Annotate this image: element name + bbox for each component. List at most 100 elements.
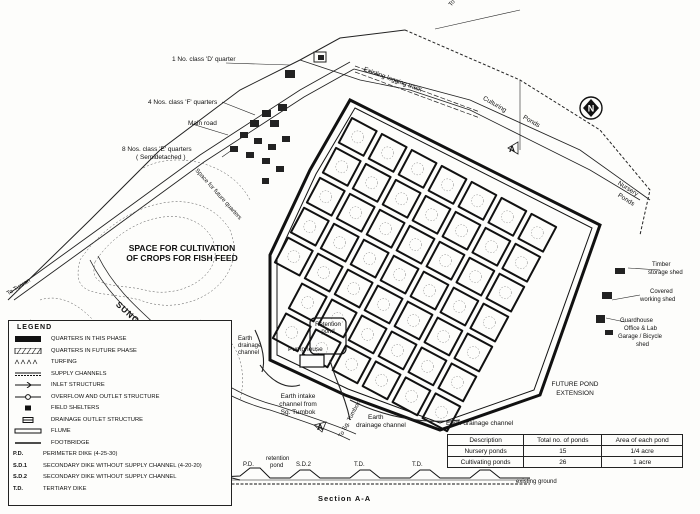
pond — [367, 132, 408, 173]
legend-item: FOOTBRIDGE — [13, 439, 89, 447]
section-marker-south: A — [317, 422, 324, 432]
leader-lines — [191, 9, 661, 323]
label-drain-west: Earth — [238, 336, 253, 342]
pond-contour — [435, 406, 448, 419]
legend-label: FLUME — [51, 428, 71, 434]
legend-label: FIELD SHELTERS — [51, 405, 100, 411]
pond-contour — [425, 208, 438, 222]
pond — [303, 252, 344, 293]
legend-item: SUPPLY CHANNELS — [13, 370, 107, 378]
pond — [365, 208, 406, 249]
label-retention: Retention — [315, 322, 341, 328]
legend-symbol-icon — [13, 428, 47, 434]
legend-label: SECONDARY DIKE WITHOUT SUPPLY CHANNEL (4… — [43, 462, 202, 469]
svg-text:N: N — [588, 104, 595, 114]
legend-label: PERIMETER DIKE (4-25-30) — [43, 451, 118, 457]
pond-complex — [268, 98, 602, 432]
section-line — [313, 141, 519, 433]
main-road — [9, 61, 651, 301]
section-title: Section A-A — [318, 494, 372, 503]
label-intake: Earth intake — [280, 393, 316, 400]
legend-code: S.D.1 — [13, 462, 27, 469]
pond-contour — [395, 192, 408, 206]
pond — [393, 300, 434, 341]
table-row: Nursery ponds 15 1/4 acre — [446, 445, 683, 457]
logging-track — [354, 65, 481, 119]
label-garage: Garage / Bicycle — [618, 334, 663, 340]
pond — [517, 212, 558, 253]
pond — [287, 282, 328, 323]
pond-contour — [531, 226, 544, 240]
legend-label: TURFING — [51, 359, 77, 365]
pond — [381, 178, 422, 219]
pond-contour — [285, 326, 299, 339]
legend-symbol-icon — [13, 359, 47, 365]
legend-label: QUARTERS IN THIS PHASE — [51, 336, 127, 342]
label-future-pond-2: EXTENSION — [556, 390, 594, 397]
label-drain-west-3: channel — [238, 350, 260, 356]
pond-contour — [469, 270, 482, 283]
section-dike-label: T.D. — [354, 462, 365, 468]
pond-contour — [377, 298, 390, 311]
pond — [501, 242, 542, 283]
legend-label: OVERFLOW AND OUTLET STRUCTURE — [51, 393, 160, 400]
label-intake-2: channel from — [279, 401, 317, 408]
pond — [301, 328, 342, 369]
legend-label: FOOTBRIDGE — [51, 439, 90, 446]
pond-contour — [437, 330, 450, 343]
pond — [437, 362, 478, 403]
section-dike-label: T.D. — [412, 462, 423, 468]
pond — [289, 206, 330, 247]
pond-contour — [453, 300, 466, 313]
legend-label: QUARTERS IN FUTURE PHASE — [51, 347, 137, 354]
table-cell: Cultivating ponds — [446, 456, 525, 468]
pond-contour — [441, 178, 454, 192]
table-cell: Nursery ponds — [446, 445, 525, 457]
legend-item: QUARTERS IN THIS PHASE — [13, 335, 126, 343]
label-guardhouse: Guardhouse — [620, 318, 654, 324]
table-header-row: Description Total no. of ponds Area of e… — [446, 434, 683, 446]
pond-grid — [271, 117, 558, 433]
legend-label: DRAINAGE OUTLET STRUCTURE — [51, 416, 144, 423]
pond-summary-table: Description Total no. of ponds Area of e… — [446, 434, 683, 468]
pond-contour — [499, 286, 512, 299]
pond — [423, 316, 464, 357]
pond — [333, 268, 374, 309]
pond-contour — [351, 130, 364, 144]
legend-label: SECONDARY DIKE WITHOUT SUPPLY CHANNEL — [43, 474, 177, 480]
label-class-f: 4 Nos. class 'F' quarters — [148, 99, 218, 106]
label-retention-section: retention — [266, 456, 290, 462]
section-profile — [199, 467, 530, 485]
east-buildings — [596, 268, 625, 335]
pond-contour — [501, 210, 514, 224]
legend-item: T.D.TERTIARY DIKE — [13, 485, 87, 493]
label-class-e-type: ( Semidetached ) — [136, 154, 186, 161]
pond-contour — [455, 224, 468, 237]
legend-symbol-icon — [13, 371, 47, 377]
pond — [321, 146, 362, 187]
pond-contour — [363, 252, 376, 265]
pond-contour — [333, 236, 346, 249]
legend-item: FIELD SHELTERS — [13, 404, 99, 412]
pond — [391, 376, 432, 417]
legend-label: TERTIARY DIKE — [43, 485, 87, 492]
pond — [271, 312, 312, 353]
drainage-channels — [254, 329, 461, 422]
table-cell: 1 acre — [601, 456, 683, 468]
pond-contour — [345, 358, 358, 371]
pond — [347, 314, 388, 355]
pond-contour — [515, 256, 528, 269]
pond-contour — [379, 222, 392, 235]
pond — [337, 117, 378, 157]
pond — [335, 192, 376, 233]
pond-contour — [411, 162, 424, 176]
legend-code: P.D. — [13, 451, 24, 457]
table-cell: 1/4 acre — [601, 445, 683, 457]
pond — [471, 226, 512, 267]
pond — [397, 148, 438, 189]
pond-contour — [467, 346, 480, 359]
table-header: Description — [446, 434, 525, 446]
pond — [487, 196, 528, 237]
